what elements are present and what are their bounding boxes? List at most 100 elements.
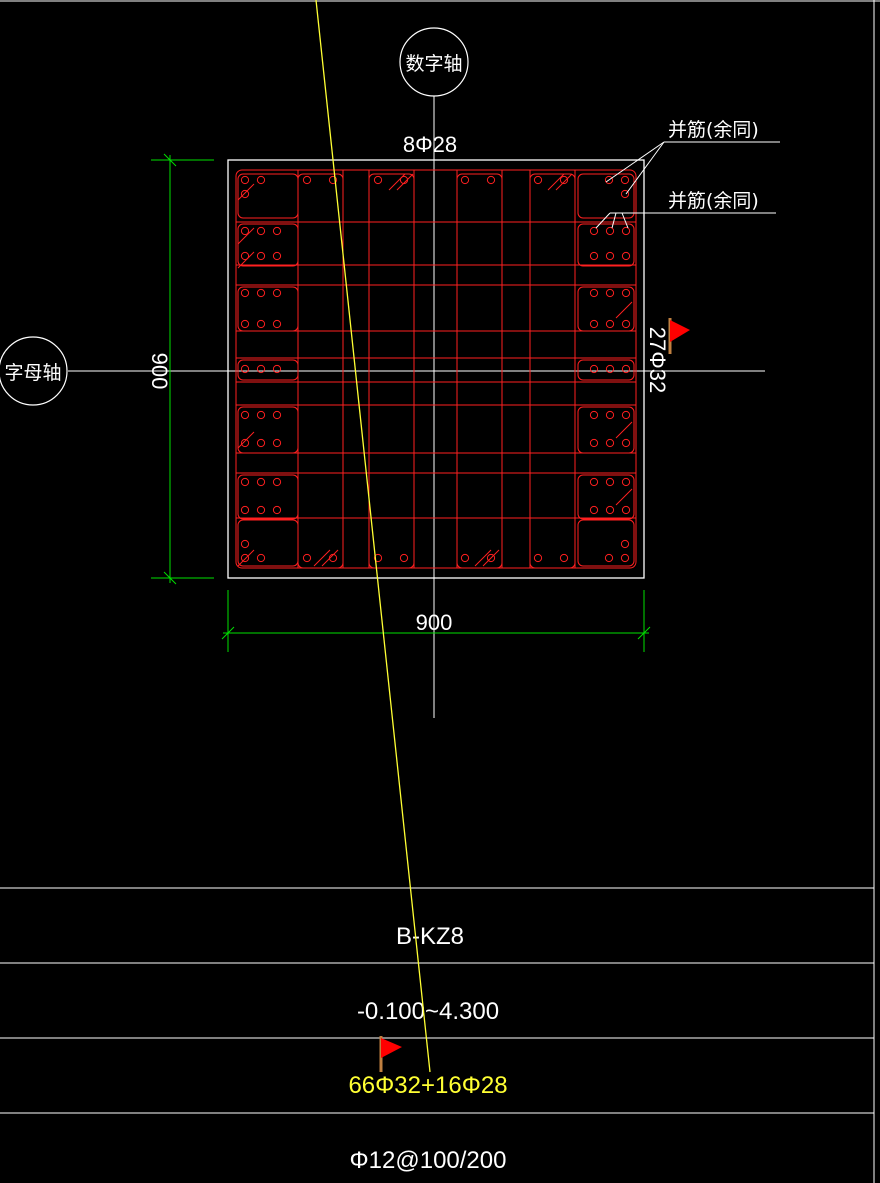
rebar-bar: [621, 226, 631, 236]
rebar-bar: [256, 251, 266, 261]
dim-width-label: 900: [416, 610, 453, 635]
stirrup-hook: [237, 183, 255, 201]
rebar-bar: [302, 553, 312, 563]
top-rebar-label: 8Φ28: [403, 132, 457, 157]
rebar-bar: [620, 189, 630, 199]
rebar-bar: [256, 410, 266, 420]
inner-stirrup: [529, 173, 576, 569]
rebar-bar: [272, 288, 282, 298]
rebar-bar: [621, 319, 631, 329]
rebar-bar: [256, 364, 266, 374]
rebar-bar: [302, 175, 312, 185]
rebar-bar: [559, 553, 569, 563]
rebar-bar: [240, 539, 250, 549]
inner-stirrup: [237, 359, 299, 381]
rebar-bar: [240, 288, 250, 298]
rebar-bar: [240, 410, 250, 420]
inner-stirrup: [577, 359, 635, 381]
stirrup-hook: [321, 549, 339, 567]
axis-lines: [68, 95, 765, 718]
stirrup-hook: [313, 549, 331, 567]
bundle-note-1: 并筋(余同): [668, 119, 759, 141]
axis-letter-bubble: 字母轴: [0, 336, 68, 406]
rebar-bar: [605, 410, 615, 420]
rebar-bar: [621, 477, 631, 487]
main-rebar: 66Φ32+16Φ28: [348, 1072, 507, 1099]
rebar-bar: [460, 553, 470, 563]
rebar-bar: [240, 189, 250, 199]
rebar-bar: [589, 477, 599, 487]
rebar-bar: [272, 319, 282, 329]
stirrup-hook: [237, 227, 255, 245]
inner-stirrup: [237, 519, 299, 567]
inner-stirrup: [577, 173, 635, 219]
rebar-bar: [605, 319, 615, 329]
right-rebar-label: 27Φ32: [645, 327, 670, 394]
stirrup-hook: [237, 549, 255, 567]
inner-stirrup: [368, 173, 415, 569]
rebar-bar: [272, 226, 282, 236]
rebar-bar: [240, 477, 250, 487]
rebar-bar: [605, 477, 615, 487]
rebar-bar: [589, 410, 599, 420]
rebar-bar: [620, 539, 630, 549]
axis-letter-label: 字母轴: [4, 362, 61, 384]
stirrup-hook: [396, 173, 414, 191]
selection-highlight-line[interactable]: [315, 0, 431, 1073]
inner-stirrup: [237, 223, 299, 267]
rebar-bar: [460, 175, 470, 185]
rebar-bar: [256, 477, 266, 487]
stirrup-hook: [615, 488, 633, 506]
rebar-bar: [272, 438, 282, 448]
rebar-bar: [621, 410, 631, 420]
rebar-bar: [256, 438, 266, 448]
rebar-bar: [373, 175, 383, 185]
rebar-bar: [621, 251, 631, 261]
rebar-cage: [235, 169, 637, 569]
rebar-bar: [240, 364, 250, 374]
rebar-bar: [256, 505, 266, 515]
rebar-bar: [256, 175, 266, 185]
bundle-note-2: 并筋(余同): [668, 190, 759, 212]
stirrup-hook: [615, 301, 633, 319]
inner-stirrup: [577, 474, 635, 520]
stirrup-hook: [237, 431, 255, 449]
rebar-bar: [604, 553, 614, 563]
inner-stirrup: [237, 286, 299, 332]
stirrup-hook: [474, 549, 492, 567]
inner-stirrup: [237, 173, 299, 219]
axis-number-label: 数字轴: [405, 53, 462, 75]
rebar-bar: [605, 505, 615, 515]
flag-marker-main-rebar[interactable]: [379, 1036, 402, 1072]
rebar-bar: [256, 553, 266, 563]
bundle-leaders: [595, 141, 780, 229]
rebar-bar: [240, 226, 250, 236]
rebar-bar: [589, 288, 599, 298]
rebar-bar: [240, 505, 250, 515]
rebar-bar: [621, 288, 631, 298]
rebar-bar: [272, 477, 282, 487]
inner-stirrup: [237, 406, 299, 454]
rebar-bar: [373, 553, 383, 563]
rebar-bar: [256, 226, 266, 236]
rebar-bar: [486, 553, 496, 563]
rebar-bar: [620, 175, 630, 185]
schedule-table-lines: [0, 887, 874, 1114]
inner-stirrup: [577, 286, 635, 332]
inner-stirrup: [577, 519, 635, 567]
rebar-bar: [589, 438, 599, 448]
rebar-bar: [604, 175, 614, 185]
rebar-bar: [533, 175, 543, 185]
rebar-bar: [240, 553, 250, 563]
rebar-bar: [621, 505, 631, 515]
flag-marker-right[interactable]: [668, 318, 690, 354]
dim-height-label: 900: [147, 353, 172, 390]
column-outline: [227, 159, 645, 579]
rebar-bar: [328, 175, 338, 185]
stirrup-hook: [388, 173, 406, 191]
rebar-bar: [621, 438, 631, 448]
stirrup-spec: Φ12@100/200: [350, 1147, 507, 1174]
rebar-bar: [605, 438, 615, 448]
rebar-bar: [589, 505, 599, 515]
